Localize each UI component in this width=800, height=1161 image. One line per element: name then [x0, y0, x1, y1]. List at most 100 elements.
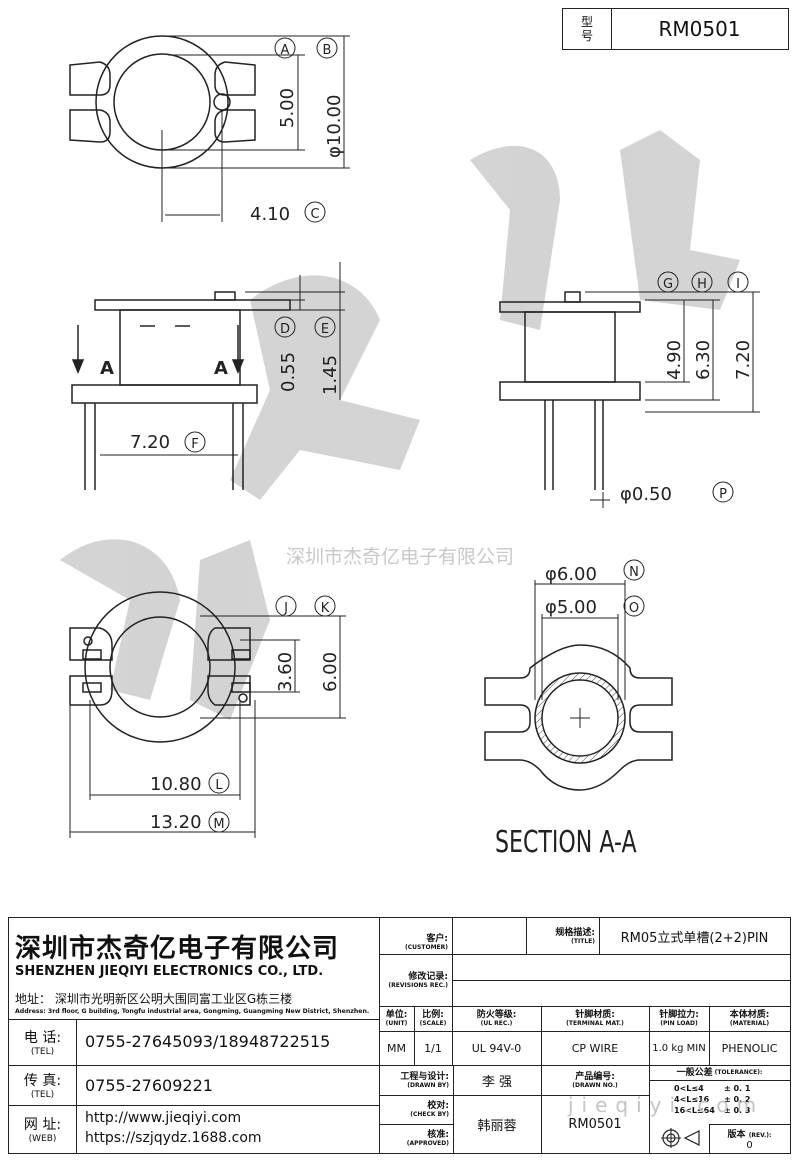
drawn-by-label-en: (DRAWN BY): [407, 1081, 449, 1089]
svg-text:F: F: [191, 437, 198, 452]
section-title: SECTION A-A: [495, 826, 637, 860]
title-value: RM05立式单槽(2+2)PIN: [620, 930, 769, 946]
watermark-company: 深圳市杰奇亿电子有限公司: [286, 546, 514, 568]
company-address-cn: 地址： 深圳市光明新区公明大围同富工业区G栋三楼: [15, 992, 293, 1006]
pin-load-label: 针脚拉力:: [659, 1010, 699, 1020]
material-value: PHENOLIC: [721, 1041, 778, 1055]
svg-text:E: E: [321, 322, 329, 337]
scale-label: 比例:: [422, 1010, 444, 1020]
svg-text:7.20: 7.20: [130, 432, 170, 453]
company-name-en: SHENZHEN JIEQIYI ELECTRONICS CO., LTD.: [15, 964, 324, 979]
company-address-en: Address: 3rd floor, G building, Tongfu i…: [15, 1008, 370, 1015]
front-view: [71, 262, 345, 490]
svg-text:4.10: 4.10: [250, 204, 290, 225]
svg-text:A: A: [281, 43, 290, 58]
svg-text:φ5.00: φ5.00: [545, 597, 597, 618]
svg-text:H: H: [697, 277, 707, 292]
tel-label-en: (TEL): [30, 1047, 55, 1057]
svg-text:4.90: 4.90: [664, 340, 685, 380]
model-box: 型 号 RM0501: [562, 8, 789, 50]
svg-text:G: G: [663, 277, 673, 292]
customer-value: [452, 918, 526, 954]
unit-label-en: (UNIT): [385, 1020, 408, 1027]
title-block: 深圳市杰奇亿电子有限公司 SHENZHEN JIEQIYI ELECTRONIC…: [8, 917, 791, 1154]
unit-value: MM: [387, 1041, 406, 1055]
drawn-by-value: 李 强: [481, 1074, 513, 1090]
svg-text:J: J: [283, 601, 288, 616]
material-label: 本体材质:: [729, 1010, 770, 1020]
svg-text:φ10.00: φ10.00: [324, 95, 345, 158]
svg-text:N: N: [629, 565, 639, 580]
fax-label-en: (TEL): [30, 1090, 55, 1100]
version-value: 0: [746, 1139, 753, 1151]
pin-load-label-en: (PIN LOAD): [660, 1020, 698, 1027]
technical-drawing: 深圳市杰奇亿电子有限公司 5.00 φ10.00 4.10 A B C: [60, 35, 760, 860]
section-view: [484, 580, 673, 791]
model-number: RM0501: [658, 17, 741, 41]
top-view: [69, 35, 350, 222]
svg-text:1.45: 1.45: [320, 355, 341, 395]
part-no-label-en: (DRAWN NO.): [572, 1081, 618, 1089]
scale-label-en: (SCALE): [419, 1020, 447, 1027]
terminal-mat-label-en: (TERMINAL MAT.): [566, 1020, 624, 1027]
svg-text:6.30: 6.30: [693, 340, 714, 380]
svg-text:O: O: [629, 601, 639, 616]
svg-text:M: M: [213, 817, 224, 832]
model-label-2: 号: [580, 29, 593, 43]
title-label-en: (TITLE): [571, 937, 595, 945]
revisions-label: 修改记录:: [408, 971, 448, 982]
svg-text:L: L: [215, 778, 223, 793]
side-view-labels: 4.90 6.30 7.20 φ0.50 G H I P: [620, 271, 754, 505]
svg-text:P: P: [719, 487, 727, 502]
svg-text:7.20: 7.20: [733, 340, 754, 380]
model-label: 型: [580, 15, 593, 29]
web-url-1[interactable]: http://www.jieqiyi.com: [85, 1110, 242, 1126]
watermark-url: jieqiyi.com: [568, 1093, 765, 1117]
web-url-2[interactable]: https://szjqydz.1688.com: [85, 1130, 262, 1146]
approved-label-en: (APPROVED): [406, 1140, 449, 1147]
fax-value: 0755-27609221: [85, 1076, 213, 1095]
web-label-en: (WEB): [28, 1134, 57, 1144]
top-view-labels: 5.00 φ10.00 4.10 A B C: [250, 37, 345, 225]
tolerance-table: 0<L≤4± 0. 1 4<L≤16± 0. 2 16<L≤64± 0. 3: [674, 1084, 751, 1115]
company-name-cn: 深圳市杰奇亿电子有限公司: [15, 934, 340, 964]
svg-text:6.00: 6.00: [320, 652, 341, 692]
svg-text:A: A: [100, 358, 114, 379]
svg-text:B: B: [323, 43, 332, 58]
check-by-label: 校对:: [427, 1101, 449, 1111]
tel-value: 0755-27645093/18948722515: [85, 1032, 331, 1051]
tolerance-label: 一般公差: [676, 1067, 713, 1078]
version-label-en: (REV.):: [748, 1131, 772, 1139]
version-label: 版本: [727, 1129, 746, 1140]
svg-text:10.80: 10.80: [150, 774, 202, 795]
svg-text:13.20: 13.20: [150, 812, 202, 833]
approved-label: 核准:: [427, 1130, 449, 1140]
web-label: 网 址:: [23, 1117, 62, 1133]
unit-label: 单位:: [385, 1010, 408, 1020]
part-no-label: 产品编号:: [575, 1071, 615, 1082]
svg-text:I: I: [736, 277, 740, 292]
bottom-view: [69, 591, 346, 838]
terminal-mat-label: 针脚材质:: [575, 1010, 615, 1020]
tel-label: 电 话:: [23, 1030, 62, 1046]
svg-text:φ0.50: φ0.50: [620, 484, 672, 505]
svg-text:D: D: [280, 322, 290, 337]
check-by-label-en: (CHECK BY): [410, 1111, 449, 1118]
svg-text:3.60: 3.60: [275, 652, 296, 692]
customer-label: 客户:: [426, 934, 448, 944]
bottom-view-labels: 3.60 6.00 10.80 13.20 J K L M: [150, 595, 341, 833]
side-view: [499, 291, 760, 508]
part-no-value: RM0501: [568, 1116, 622, 1132]
svg-text:5.00: 5.00: [277, 88, 298, 128]
scale-value: 1/1: [424, 1041, 442, 1055]
svg-text:C: C: [310, 207, 319, 222]
ul-label: 防火等级:: [476, 1010, 517, 1020]
drawn-by-label: 工程与设计:: [400, 1071, 449, 1082]
material-label-en: (MATERIAL): [729, 1020, 770, 1027]
revisions-label-en: (REVISIONS REC.): [388, 981, 448, 989]
ul-value: UL 94V-0: [471, 1041, 522, 1055]
projection-symbol-icon: [661, 1128, 700, 1148]
ul-label-en: (UL REC.): [480, 1020, 513, 1027]
watermark-logo: [60, 130, 740, 720]
tolerance-label-en: (TOLERANCE):: [714, 1069, 763, 1076]
